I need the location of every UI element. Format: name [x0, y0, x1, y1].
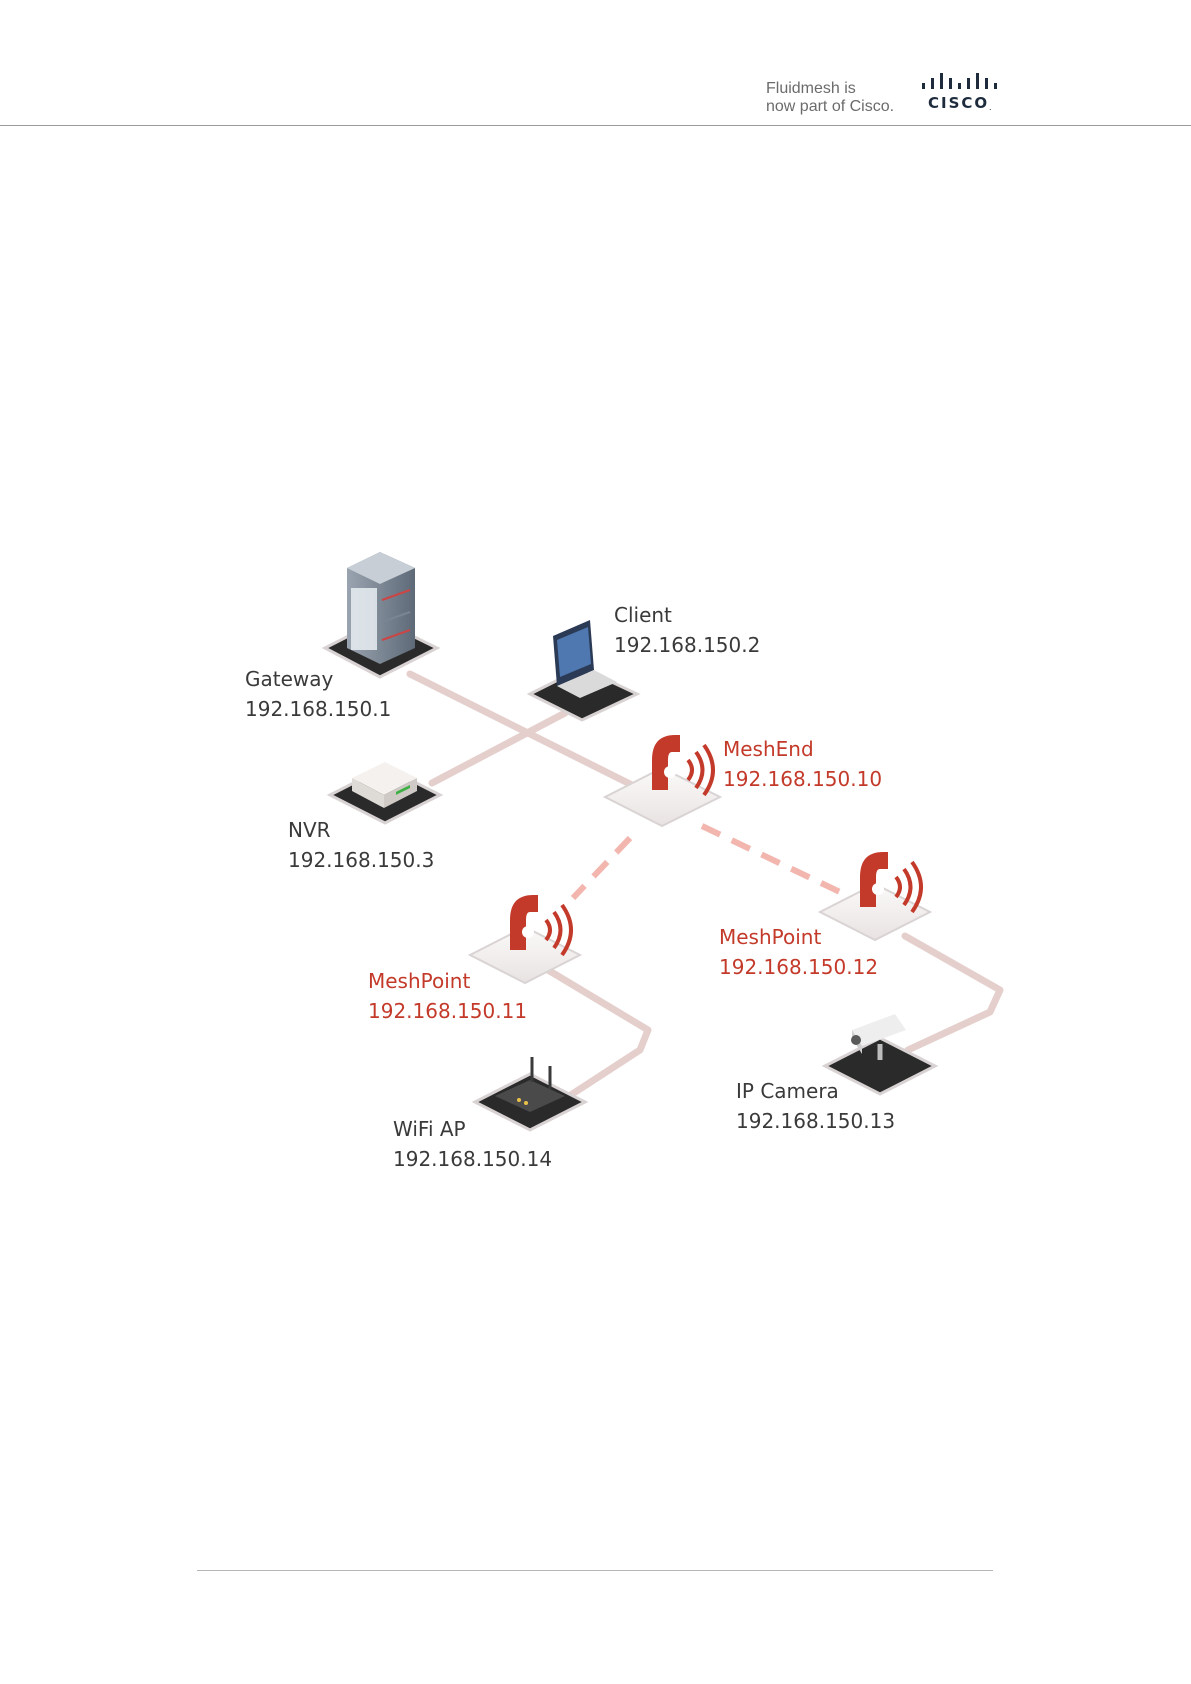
meshpoint11-name: MeshPoint [368, 966, 527, 996]
ipcamera-label: IP Camera 192.168.150.13 [736, 1076, 895, 1136]
meshpoint12-name: MeshPoint [719, 922, 878, 952]
gateway-ip: 192.168.150.1 [245, 694, 391, 724]
client-ip: 192.168.150.2 [614, 630, 760, 660]
wireless-links [573, 826, 842, 898]
ipcamera-ip: 192.168.150.13 [736, 1106, 895, 1136]
link-meshpoint12-ipcamera [905, 936, 1000, 1050]
meshpoint12-ip: 192.168.150.12 [719, 952, 878, 982]
link-client-nvr [432, 713, 565, 783]
server-rack-icon [347, 552, 415, 664]
gateway-label: Gateway 192.168.150.1 [245, 664, 391, 724]
meshend-name: MeshEnd [723, 734, 882, 764]
meshend-ip: 192.168.150.10 [723, 764, 882, 794]
meshpoint11-ip: 192.168.150.11 [368, 996, 527, 1026]
link-meshend-meshpoint12 [702, 826, 842, 893]
wifiap-label: WiFi AP 192.168.150.14 [393, 1114, 552, 1174]
nvr-name: NVR [288, 815, 434, 845]
nvr-label: NVR 192.168.150.3 [288, 815, 434, 875]
link-meshpoint11-wifiap [548, 970, 648, 1102]
meshpoint12-label: MeshPoint 192.168.150.12 [719, 922, 878, 982]
nvr-node [330, 762, 440, 823]
wifiap-name: WiFi AP [393, 1114, 552, 1144]
meshend-label: MeshEnd 192.168.150.10 [723, 734, 882, 794]
ipcamera-name: IP Camera [736, 1076, 895, 1106]
meshpoint11-label: MeshPoint 192.168.150.11 [368, 966, 527, 1026]
link-meshend-meshpoint11 [573, 838, 630, 898]
nvr-ip: 192.168.150.3 [288, 845, 434, 875]
footer-divider [197, 1570, 993, 1571]
gateway-name: Gateway [245, 664, 391, 694]
client-name: Client [614, 600, 760, 630]
gateway-node [325, 552, 437, 677]
wifiap-ip: 192.168.150.14 [393, 1144, 552, 1174]
client-label: Client 192.168.150.2 [614, 600, 760, 660]
